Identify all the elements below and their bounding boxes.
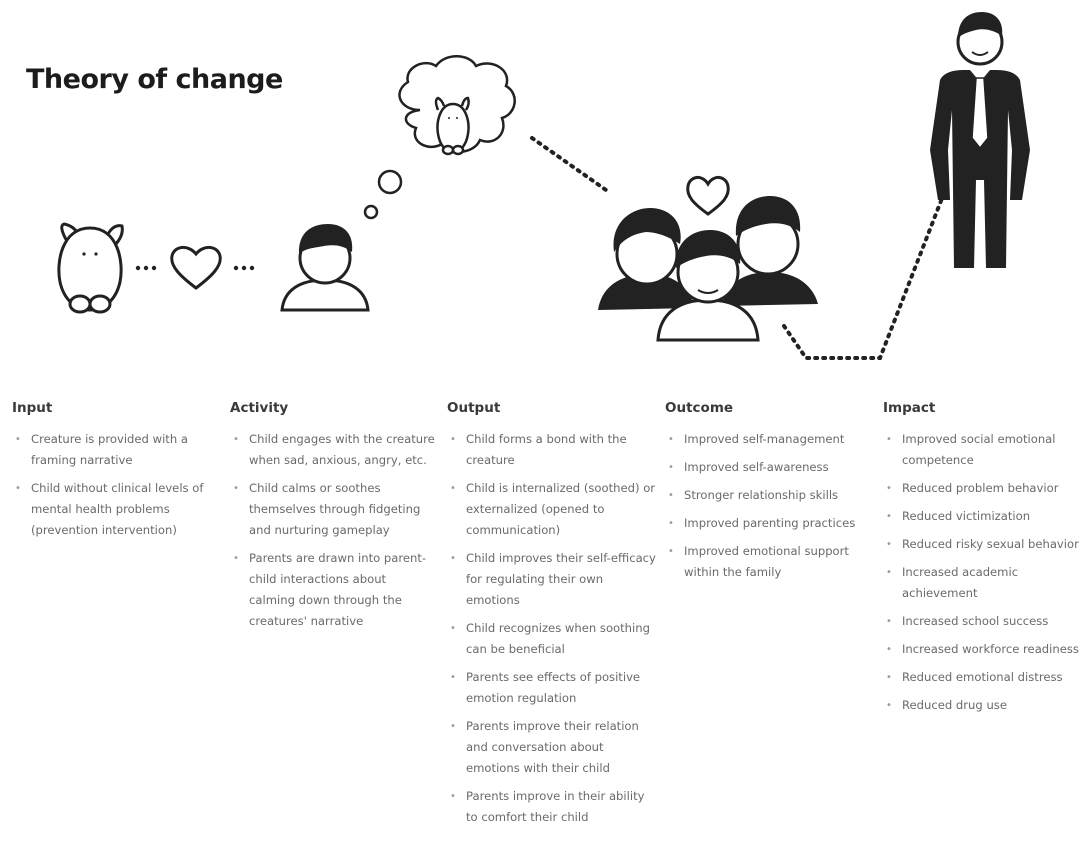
creature-icon — [57, 222, 124, 314]
list-item: Stronger relationship skills — [665, 485, 875, 506]
column-activity: Activity Child engages with the creature… — [230, 400, 435, 639]
list-item: Increased workforce readiness — [883, 639, 1079, 660]
child-icon — [280, 224, 370, 312]
list-item: Improved self-awareness — [665, 457, 875, 478]
list-item: Child is internalized (soothed) or exter… — [447, 478, 657, 541]
heart-icon — [170, 246, 222, 290]
list-item: Increased school success — [883, 611, 1079, 632]
list-item: Child improves their self-efficacy for r… — [447, 548, 657, 611]
page-title: Theory of change — [26, 64, 283, 95]
list-item: Parents improve their relation and conve… — [447, 716, 657, 779]
list-item: Improved parenting practices — [665, 513, 875, 534]
list-item: Child engages with the creature when sad… — [230, 429, 435, 471]
family-icon — [598, 196, 818, 342]
list-item: Child forms a bond with the creature — [447, 429, 657, 471]
column-heading: Input — [12, 400, 53, 416]
list-item: Reduced emotional distress — [883, 667, 1079, 688]
list-item: Increased academic achievement — [883, 562, 1079, 604]
list-item: Child without clinical levels of mental … — [12, 478, 217, 541]
list-item: Reduced risky sexual behavior — [883, 534, 1079, 555]
list-item: Reduced victimization — [883, 506, 1079, 527]
heart-icon — [686, 176, 730, 216]
column-heading: Outcome — [665, 400, 734, 416]
list-item: Creature is provided with a framing narr… — [12, 429, 217, 471]
list-item: Child calms or soothes themselves throug… — [230, 478, 435, 541]
list-item: Reduced drug use — [883, 695, 1079, 716]
list-item: Improved self-management — [665, 429, 875, 450]
column-output: Output Child forms a bond with the creat… — [447, 400, 657, 835]
column-heading: Impact — [883, 400, 936, 416]
list-item: Reduced problem behavior — [883, 478, 1079, 499]
list-item: Child recognizes when soothing can be be… — [447, 618, 657, 660]
thought-bubble-icon — [363, 55, 516, 220]
adult-icon — [930, 12, 1030, 268]
list-item: Improved social emotional competence — [883, 429, 1079, 471]
list-item: Parents improve in their ability to comf… — [447, 786, 657, 828]
column-heading: Activity — [230, 400, 289, 416]
column-outcome: Outcome Improved self-management Improve… — [665, 400, 875, 590]
list-item: Parents see effects of positive emotion … — [447, 667, 657, 709]
column-impact: Impact Improved social emotional compete… — [883, 400, 1079, 723]
column-heading: Output — [447, 400, 501, 416]
connector-dots — [135, 265, 255, 271]
list-item: Parents are drawn into parent-child inte… — [230, 548, 435, 632]
theory-illustration — [57, 12, 1030, 360]
column-input: Input Creature is provided with a framin… — [12, 400, 217, 548]
list-item: Improved emotional support within the fa… — [665, 541, 875, 583]
